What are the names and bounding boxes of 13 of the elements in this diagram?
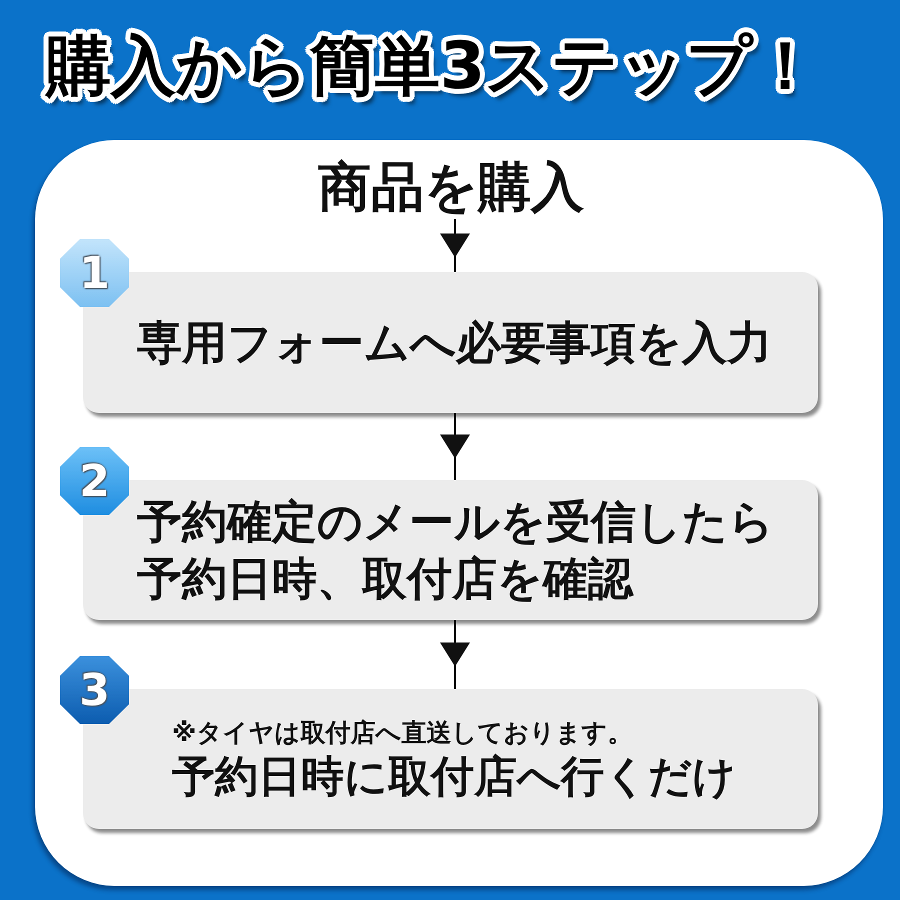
arrow — [440, 219, 470, 272]
note-text: ※タイヤは取付店へ直送しております。 — [172, 717, 632, 749]
heading: 商品を購入 — [318, 157, 584, 219]
step-text: 予約確定のメールを受信したら予約日時、取付店を確認 — [137, 494, 775, 607]
step-text: 予約日時に取付店へ行くだけ — [172, 751, 736, 803]
number-badge: 2 — [60, 447, 129, 515]
arrow — [440, 413, 470, 480]
arrow — [440, 620, 470, 689]
title: 購入から簡単3ステップ！ — [46, 28, 818, 106]
number-badge: 3 — [60, 656, 129, 724]
rounded-panel — [35, 140, 883, 886]
step-text: 専用フォームへ必要事項を入力 — [137, 315, 772, 371]
number-badge: 1 — [60, 239, 129, 307]
